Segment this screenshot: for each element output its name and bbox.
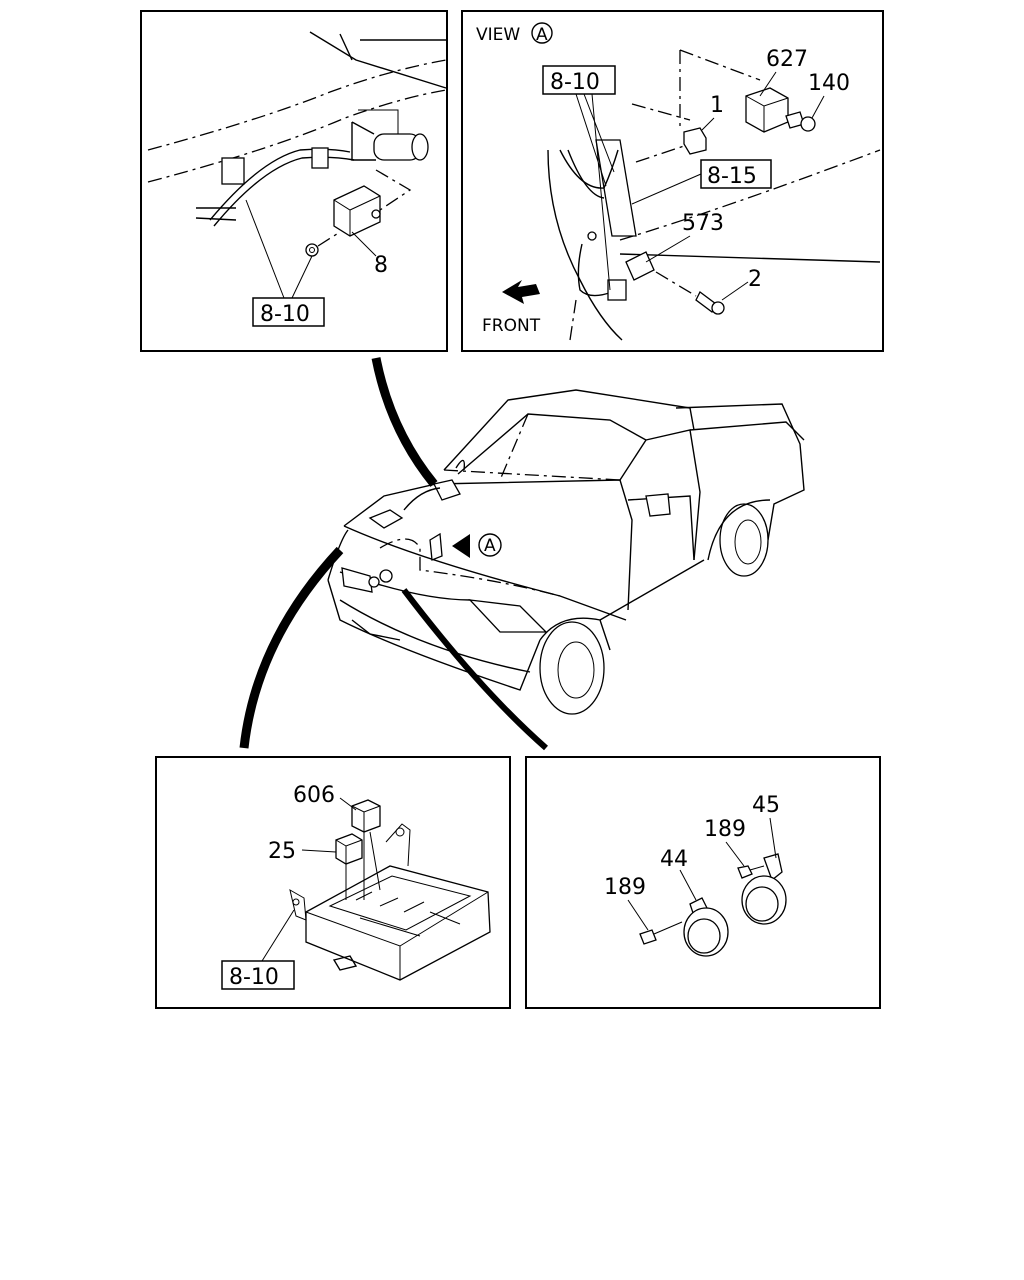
label-part-8: 8 (374, 253, 388, 278)
label-part-573: 573 (682, 211, 724, 236)
label-part-140: 140 (808, 71, 850, 96)
horn-44-icon (683, 897, 729, 957)
label-part-189-upper: 189 (704, 817, 746, 842)
view-arrow-icon (452, 534, 470, 558)
label-part-606: 606 (293, 783, 335, 808)
panel-top-right: VIEW A 627 140 1 (461, 10, 884, 352)
view-mark-circle (531, 22, 553, 44)
vehicle-illustration: A (239, 357, 805, 751)
connector-icon (607, 279, 627, 301)
label-part-627: 627 (766, 47, 808, 72)
bolt-2-icon (695, 291, 725, 315)
view-mark-circle (478, 533, 502, 557)
nut-icon (305, 243, 319, 257)
ref-label-8-15: 8-15 (707, 164, 757, 189)
view-title: VIEW (476, 25, 520, 45)
label-part-45: 45 (752, 793, 780, 818)
panel-top-left: 8 8-10 (140, 10, 448, 352)
bracket-icon (595, 139, 637, 237)
ref-box-8-10 (252, 297, 325, 327)
clip-1-icon (683, 127, 707, 155)
horn-45-icon (741, 853, 787, 925)
front-label: FRONT (482, 316, 541, 336)
relay-25-icon (335, 833, 363, 865)
front-arrow-icon (502, 280, 540, 304)
relay-606-icon (351, 799, 381, 833)
bolt-189-lower-icon (639, 921, 683, 945)
ref-box-8-10 (542, 65, 616, 95)
ref-label-8-10: 8-10 (260, 302, 310, 327)
label-part-44: 44 (660, 847, 688, 872)
view-mark-letter: A (484, 536, 496, 556)
panel-bottom-right: 45 189 44 189 (525, 756, 881, 1009)
bolt-189-upper-icon (737, 865, 765, 879)
ref-box-8-10 (221, 960, 295, 990)
wiper-motor-icon (351, 109, 429, 161)
ref-label-8-10: 8-10 (550, 70, 600, 95)
ref-label-8-10: 8-10 (229, 965, 279, 990)
pad-573-icon (625, 251, 655, 281)
label-part-1: 1 (710, 93, 724, 118)
label-part-2: 2 (748, 267, 762, 292)
label-part-189-lower: 189 (604, 875, 646, 900)
panel-bottom-left: 606 25 8-10 (155, 756, 511, 1009)
view-mark-letter: A (536, 25, 548, 45)
bolt-140-icon (785, 111, 816, 132)
relay-8-icon (333, 185, 381, 237)
connector-icon (221, 147, 329, 185)
ref-box-8-15 (700, 159, 772, 189)
label-part-25: 25 (268, 839, 296, 864)
